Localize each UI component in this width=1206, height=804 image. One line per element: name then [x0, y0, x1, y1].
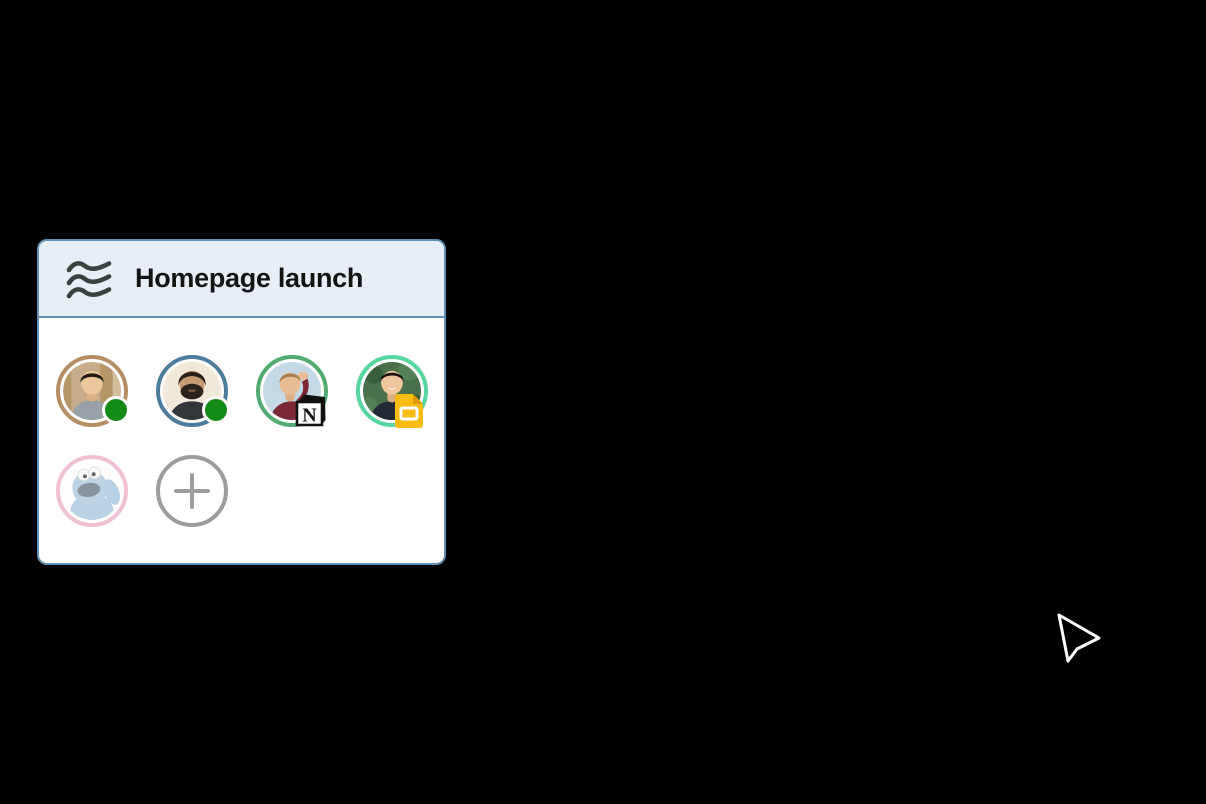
- mouse-pointer-icon: [1057, 613, 1101, 663]
- member-avatar-1[interactable]: [56, 355, 130, 427]
- member-avatar-3[interactable]: N: [256, 355, 328, 427]
- notion-app-icon: N: [295, 394, 326, 427]
- online-status-dot: [202, 396, 230, 424]
- svg-text:N: N: [302, 405, 317, 427]
- plus-icon: [174, 473, 210, 509]
- member-avatar-5[interactable]: [56, 455, 128, 527]
- google-slides-app-icon: [395, 394, 423, 428]
- member-avatar-4[interactable]: [356, 355, 428, 428]
- room-card-header[interactable]: Homepage launch: [39, 241, 444, 318]
- add-member-button[interactable]: [156, 455, 228, 527]
- avatar-photo: [63, 462, 121, 520]
- room-title: Homepage launch: [135, 263, 364, 293]
- member-list: N: [39, 318, 444, 527]
- online-status-dot: [102, 396, 130, 424]
- room-card: Homepage launch: [37, 239, 446, 565]
- member-avatar-2[interactable]: [156, 355, 230, 427]
- waves-icon: [66, 260, 112, 298]
- avatar-photo: [363, 362, 421, 420]
